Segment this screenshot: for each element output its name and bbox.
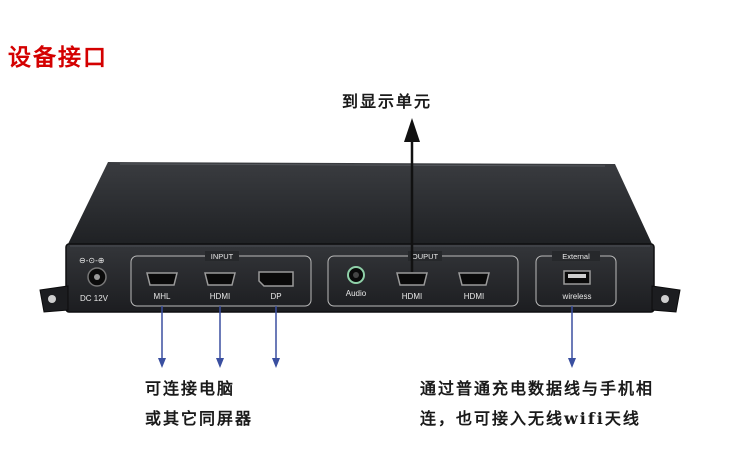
- input-group: INPUT MHL HDMI DP: [130, 251, 312, 307]
- input-arrows: [158, 306, 280, 368]
- mhl-port[interactable]: MHL: [146, 272, 178, 301]
- input-hdmi-port[interactable]: HDMI: [204, 272, 236, 301]
- output-group: OUPUT Audio HDMI HDMI: [327, 251, 519, 307]
- usb-port[interactable]: wireless: [562, 270, 592, 301]
- page-heading: 设备接口: [8, 44, 108, 71]
- external-callout-line1: 通过普通充电数据线与手机相: [420, 379, 655, 398]
- usb-port-label: wireless: [562, 292, 592, 301]
- output-hdmi-port-1[interactable]: HDMI: [396, 272, 428, 301]
- audio-jack[interactable]: Audio: [346, 266, 367, 298]
- displayport-port[interactable]: DP: [258, 271, 294, 301]
- external-callout-line2: 连，也可接入无线wifi天线: [420, 409, 641, 428]
- output-hdmi-label-1: HDMI: [402, 292, 422, 301]
- audio-label: Audio: [346, 289, 367, 298]
- input-group-title: INPUT: [211, 252, 234, 261]
- input-hdmi-label: HDMI: [210, 292, 230, 301]
- input-callout-line2: 或其它同屏器: [145, 409, 254, 428]
- mhl-port-label: MHL: [154, 292, 171, 301]
- output-group-title: OUPUT: [412, 252, 439, 261]
- dc-label: DC 12V: [80, 294, 109, 303]
- input-callout-line1: 可连接电脑: [145, 379, 236, 398]
- external-group-title: External: [562, 252, 590, 261]
- top-callout-text: 到显示单元: [342, 92, 433, 111]
- dc-power-jack[interactable]: ⊖-⊙-⊕ DC 12V: [79, 256, 109, 303]
- external-group: External wireless: [535, 251, 617, 307]
- dp-port-label: DP: [270, 292, 281, 301]
- output-hdmi-port-2[interactable]: HDMI: [458, 272, 490, 301]
- dc-polarity-icon: ⊖-⊙-⊕: [79, 256, 104, 265]
- external-arrow: [568, 306, 576, 368]
- output-hdmi-label-2: HDMI: [464, 292, 484, 301]
- output-arrow: [404, 118, 420, 272]
